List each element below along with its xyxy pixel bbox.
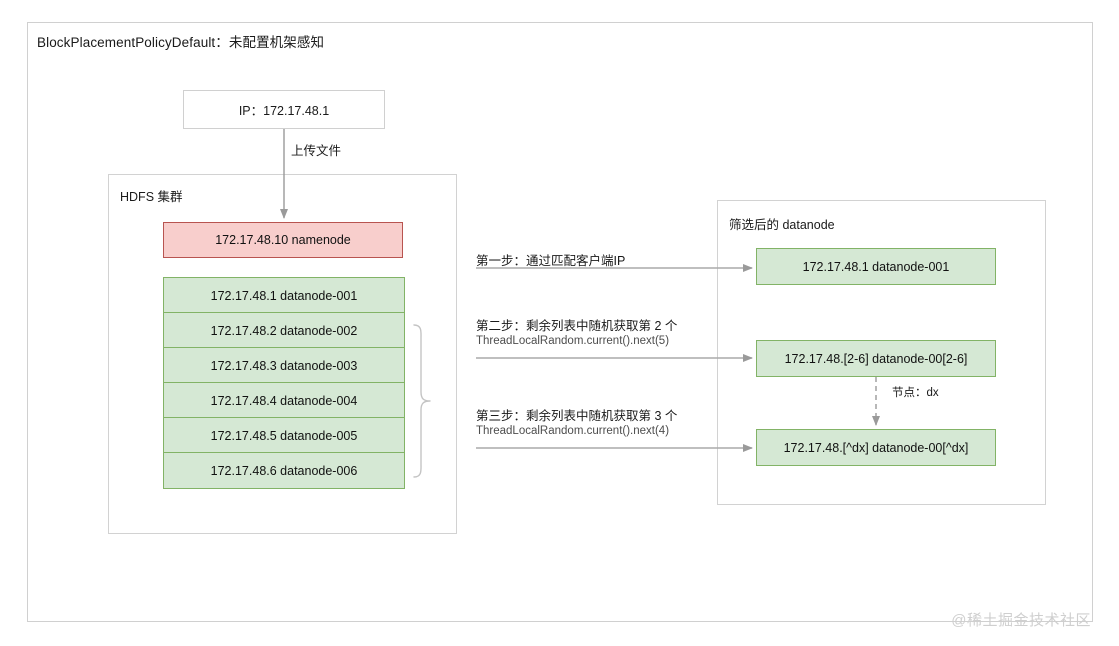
datanode-row-1[interactable]: 172.17.48.1 datanode-001 [163,277,405,314]
watermark: @稀土掘金技术社区 [951,612,1091,629]
namenode-box[interactable]: 172.17.48.10 namenode [163,222,403,258]
page-title: BlockPlacementPolicyDefault：未配置机架感知 [37,35,325,50]
step-3-title: 第三步：剩余列表中随机获取第 3 个 [476,409,678,423]
upload-edge-label: 上传文件 [291,144,342,158]
filtered-result-2[interactable]: 172.17.48.[2-6] datanode-00[2-6] [756,340,996,377]
datanode-row-4[interactable]: 172.17.48.4 datanode-004 [163,382,405,419]
step-3-subtitle: ThreadLocalRandom.current().next(4) [476,425,670,437]
datanode-row-3[interactable]: 172.17.48.3 datanode-003 [163,347,405,384]
step-2-title: 第二步：剩余列表中随机获取第 2 个 [476,319,678,333]
filtered-datanode-title: 筛选后的 datanode [729,218,835,232]
datanode-list: 172.17.48.1 datanode-001 172.17.48.2 dat… [163,277,405,489]
datanode-row-2[interactable]: 172.17.48.2 datanode-002 [163,312,405,349]
exclude-edge-label: 节点：dx [892,387,939,399]
filtered-result-3[interactable]: 172.17.48.[^dx] datanode-00[^dx] [756,429,996,466]
step-2-subtitle: ThreadLocalRandom.current().next(5) [476,335,670,347]
datanode-row-5[interactable]: 172.17.48.5 datanode-005 [163,417,405,454]
datanode-row-6[interactable]: 172.17.48.6 datanode-006 [163,452,405,489]
hdfs-cluster-title: HDFS 集群 [120,190,183,204]
client-ip-box[interactable]: IP：172.17.48.1 [183,90,385,129]
step-1-title: 第一步：通过匹配客户端IP [476,254,626,268]
filtered-result-1[interactable]: 172.17.48.1 datanode-001 [756,248,996,285]
